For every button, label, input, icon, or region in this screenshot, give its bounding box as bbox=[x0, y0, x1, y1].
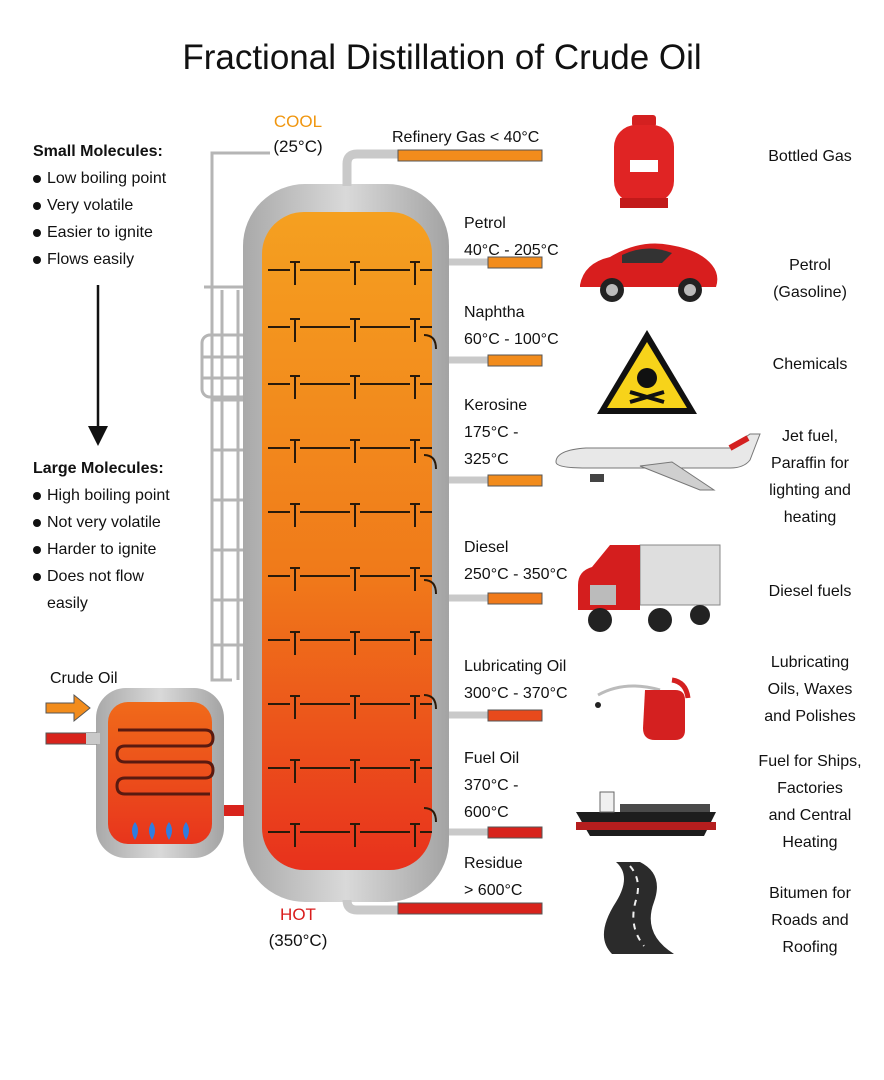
use-line: heating bbox=[783, 509, 837, 526]
use-bottled-gas: Bottled Gas bbox=[740, 143, 880, 170]
fraction-name-line: Kerosine bbox=[464, 397, 528, 414]
use-line: and Central bbox=[768, 807, 852, 824]
use-line: Fuel for Ships, bbox=[758, 753, 862, 770]
fraction-name-diesel: Diesel 250°C - 350°C bbox=[464, 534, 568, 588]
airplane-icon bbox=[555, 433, 761, 491]
oil-can-icon bbox=[595, 677, 691, 740]
use-line: Paraffin for bbox=[771, 455, 849, 472]
column-liquid bbox=[262, 212, 432, 870]
hot-temp: (350°C) bbox=[268, 931, 328, 950]
use-bitumen: Bitumen for Roads and Roofing bbox=[740, 880, 880, 961]
use-line: Factories bbox=[777, 780, 843, 797]
fraction-range-line: 175°C - bbox=[464, 424, 519, 441]
down-arrow-icon bbox=[88, 285, 108, 446]
crude-oil-label: Crude Oil bbox=[50, 670, 118, 687]
small-point: Low boiling point bbox=[33, 165, 213, 192]
use-line: Lubricating bbox=[770, 654, 850, 671]
toxic-warning-icon bbox=[597, 330, 697, 414]
use-line: Bitumen for bbox=[769, 885, 851, 902]
cool-temp: (25°C) bbox=[273, 137, 323, 156]
use-line: Roads and bbox=[771, 912, 849, 929]
use-line: Jet fuel, bbox=[781, 428, 839, 445]
use-fuel-for-ships: Fuel for Ships, Factories and Central He… bbox=[740, 748, 880, 856]
fraction-range-line: 325°C bbox=[464, 451, 509, 468]
bottom-pipe bbox=[342, 899, 398, 915]
fraction-range-line: 250°C - 350°C bbox=[464, 566, 568, 583]
small-point: Easier to ignite bbox=[33, 219, 213, 246]
use-line: Diesel fuels bbox=[768, 583, 852, 600]
fraction-name-line: Fuel Oil bbox=[464, 750, 520, 767]
fraction-name-line: Residue bbox=[464, 855, 523, 872]
fraction-range-line: 370°C - bbox=[464, 777, 519, 794]
gas-cylinder-icon bbox=[614, 115, 674, 208]
large-point-continuation: easily bbox=[47, 595, 88, 612]
road-icon bbox=[603, 862, 674, 954]
use-line: Oils, Waxes bbox=[767, 681, 853, 698]
use-line: Bottled Gas bbox=[768, 148, 852, 165]
fraction-bars bbox=[397, 149, 543, 915]
fraction-name-line: Naphtha bbox=[464, 304, 525, 321]
use-line: (Gasoline) bbox=[773, 284, 847, 301]
large-molecules-heading: Large Molecules: bbox=[33, 460, 164, 477]
small-molecules-heading: Small Molecules: bbox=[33, 143, 163, 160]
small-point: Flows easily bbox=[33, 246, 213, 273]
fraction-range-line: 40°C - 205°C bbox=[464, 242, 559, 259]
cool-label: COOL bbox=[273, 112, 323, 131]
use-petrol: Petrol (Gasoline) bbox=[740, 252, 880, 306]
large-point: High boiling point bbox=[33, 482, 213, 509]
large-point: Not very volatile bbox=[33, 509, 213, 536]
use-chemicals: Chemicals bbox=[740, 351, 880, 378]
fraction-range-line: 60°C - 100°C bbox=[464, 331, 559, 348]
diagram-title: Fractional Distillation of Crude Oil bbox=[182, 38, 702, 77]
ship-icon bbox=[576, 791, 716, 836]
fraction-range-line: 600°C bbox=[464, 804, 509, 821]
fraction-range-line: 300°C - 370°C bbox=[464, 685, 568, 702]
fraction-name-lubricating-oil: Lubricating Oil 300°C - 370°C bbox=[464, 653, 568, 707]
small-point: Very volatile bbox=[33, 192, 213, 219]
fraction-name-line: Petrol bbox=[464, 215, 506, 232]
truck-icon bbox=[578, 544, 721, 632]
sports-car-icon bbox=[580, 243, 718, 302]
fraction-name-kerosine: Kerosine 175°C - 325°C bbox=[464, 392, 527, 473]
fraction-name-fuel-oil: Fuel Oil 370°C - 600°C bbox=[464, 745, 519, 826]
column-trays bbox=[268, 261, 437, 847]
fraction-name-petrol: Petrol 40°C - 205°C bbox=[464, 210, 559, 264]
fraction-name-refinery-gas: Refinery Gas < 40°C bbox=[392, 129, 540, 146]
hot-label: HOT bbox=[280, 905, 316, 924]
furnace bbox=[96, 688, 224, 858]
crude-arrow-icon bbox=[45, 693, 91, 723]
fraction-name-line: Lubricating Oil bbox=[464, 658, 567, 675]
use-line: Chemicals bbox=[772, 356, 848, 373]
use-line: Roofing bbox=[782, 939, 838, 956]
use-line: lighting and bbox=[769, 482, 851, 499]
small-molecules-panel: Small Molecules: Low boiling point Very … bbox=[33, 138, 213, 273]
use-lubricating: Lubricating Oils, Waxes and Polishes bbox=[740, 649, 880, 730]
fraction-range-line: > 600°C bbox=[464, 882, 523, 899]
fraction-name-line: Diesel bbox=[464, 539, 509, 556]
use-jet-fuel: Jet fuel, Paraffin for lighting and heat… bbox=[740, 423, 880, 531]
use-line: and Polishes bbox=[764, 708, 856, 725]
use-line: Petrol bbox=[789, 257, 831, 274]
large-point: Does not flow bbox=[33, 563, 213, 590]
use-diesel-fuels: Diesel fuels bbox=[740, 578, 880, 605]
fraction-name-naphtha: Naphtha 60°C - 100°C bbox=[464, 299, 559, 353]
fraction-name-residue: Residue > 600°C bbox=[464, 850, 523, 904]
large-molecules-panel: Large Molecules: High boiling point Not … bbox=[33, 455, 213, 617]
large-point: Harder to ignite bbox=[33, 536, 213, 563]
use-line: Heating bbox=[782, 834, 838, 851]
top-pipe bbox=[342, 149, 398, 186]
